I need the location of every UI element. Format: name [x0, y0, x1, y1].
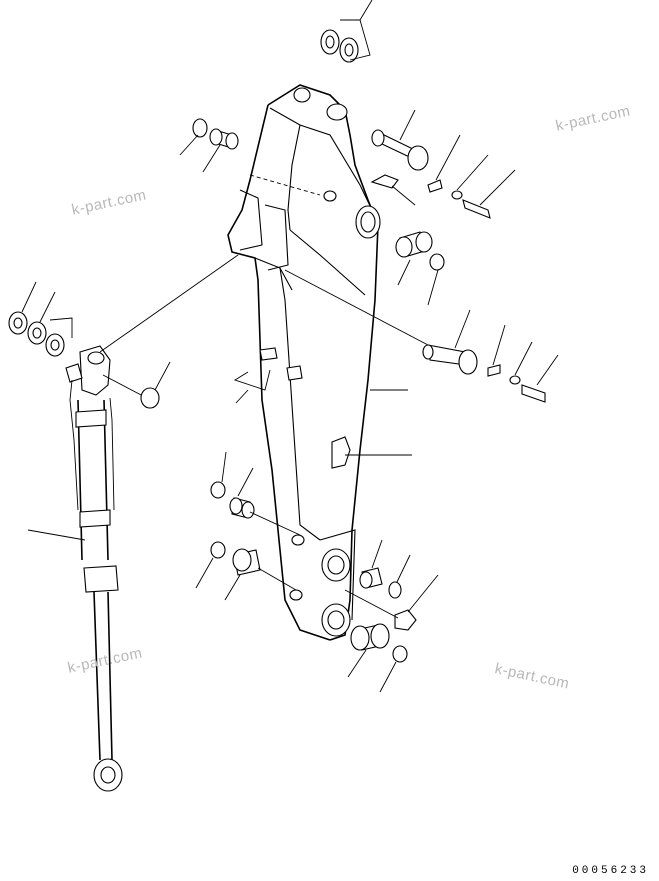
cylinder-link-line — [99, 254, 239, 353]
top-pin-assembly — [370, 109, 516, 219]
lower-right-bushings — [344, 539, 439, 693]
mid-right-bushing — [395, 231, 445, 306]
top-shim-pair — [320, 0, 373, 63]
top-left-bushing — [179, 118, 239, 173]
cylinder-top-shims — [8, 281, 171, 409]
hydraulic-cylinder — [27, 345, 146, 792]
drawing-number: 00056233 — [572, 865, 649, 877]
arm-leader-lines — [233, 369, 412, 456]
lower-left-bushings — [195, 451, 301, 601]
mid-pin-assembly — [284, 269, 559, 403]
arm-body — [227, 84, 381, 641]
